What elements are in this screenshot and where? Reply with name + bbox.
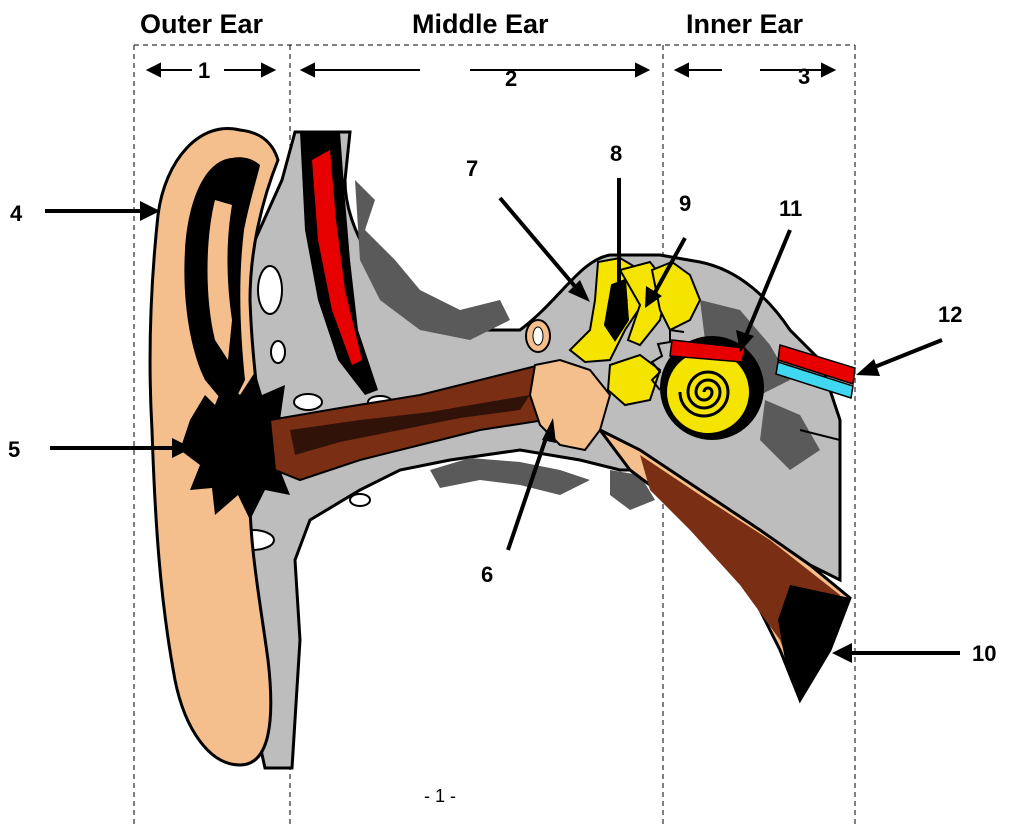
tympanic-bulge-inner	[533, 327, 543, 345]
label-6: 6	[481, 562, 493, 587]
page-number: - 1 -	[424, 786, 456, 806]
arrow-7	[500, 198, 578, 290]
label-8: 8	[610, 141, 622, 166]
section-span-arrows	[148, 64, 834, 76]
section-number-1: 1	[198, 58, 210, 83]
label-12: 12	[938, 302, 962, 327]
header-outer-ear: Outer Ear	[140, 9, 264, 39]
header-inner-ear: Inner Ear	[686, 9, 804, 39]
label-11: 11	[779, 196, 802, 221]
label-5: 5	[8, 437, 20, 462]
section-number-3: 3	[798, 64, 810, 89]
eustachian-tube-opening	[778, 585, 850, 700]
label-7: 7	[466, 156, 478, 181]
label-10: 10	[972, 641, 996, 666]
ear-illustration	[150, 128, 855, 768]
arrow-12	[872, 340, 942, 368]
label-9: 9	[679, 191, 691, 216]
header-middle-ear: Middle Ear	[412, 9, 549, 39]
label-4: 4	[10, 201, 23, 226]
section-number-2: 2	[505, 66, 517, 91]
